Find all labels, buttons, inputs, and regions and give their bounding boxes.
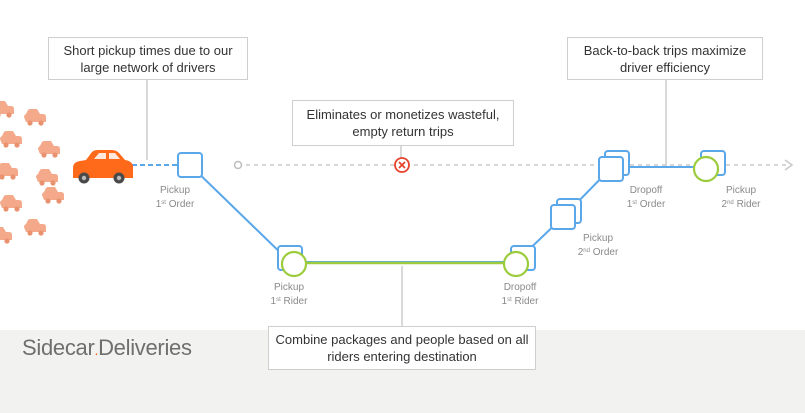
label-pickup-2nd-order: Pickup 2nd Order <box>558 233 638 259</box>
label-dropoff-1st-rider: Dropoff 1st Rider <box>480 282 560 308</box>
callout-combine-text: Combine packages and people based on all… <box>275 332 529 364</box>
pickup-1st-rider-node <box>277 245 308 278</box>
brand-name: Sidecar <box>22 335 95 360</box>
label-line1: Dropoff <box>503 282 537 293</box>
path-start-dot <box>233 160 243 170</box>
pickup-2nd-order-node <box>550 198 582 230</box>
label-word: Order <box>592 247 619 258</box>
label-word: Order <box>168 199 195 210</box>
label-word: Order <box>639 199 666 210</box>
pickup-1st-order-node <box>177 152 203 178</box>
callout-return-trips: Eliminates or monetizes wasteful, empty … <box>292 100 514 146</box>
label-dropoff-1st-order: Dropoff 1st Order <box>606 185 686 211</box>
label-line1: Pickup <box>273 282 304 293</box>
callout-return-trips-text: Eliminates or monetizes wasteful, empty … <box>306 107 500 139</box>
driver-car-icon <box>73 150 133 184</box>
callout-back-to-back: Back-to-back trips maximize driver effic… <box>567 37 763 80</box>
label-ordinal-suffix: st <box>632 200 637 206</box>
callout-pickup-times-text: Short pickup times due to our large netw… <box>63 42 233 75</box>
dropoff-1st-rider-node <box>502 245 536 278</box>
label-ordinal-suffix: st <box>161 200 166 206</box>
label-line1: Pickup <box>159 185 190 196</box>
fleet-car-icon <box>0 163 18 180</box>
label-ordinal-suffix: nd <box>583 248 590 254</box>
fleet-car-icon <box>0 131 22 148</box>
fleet-car-icon <box>42 187 64 204</box>
label-ordinal: 2 <box>721 199 728 210</box>
driver-fleet <box>0 101 64 244</box>
fleet-car-icon <box>0 101 14 118</box>
label-word: Rider <box>283 296 308 307</box>
label-word: Rider <box>736 199 761 210</box>
label-ordinal: 1 <box>626 199 633 210</box>
callout-combine: Combine packages and people based on all… <box>268 326 536 370</box>
label-word: Rider <box>514 296 539 307</box>
brand-product: Deliveries <box>98 335 192 360</box>
fleet-car-icon <box>36 169 58 186</box>
label-ordinal: 2 <box>577 247 584 258</box>
fleet-car-icon <box>38 141 60 158</box>
label-ordinal: 1 <box>155 199 162 210</box>
dropoff-1st-order-node <box>598 150 630 182</box>
label-ordinal: 1 <box>501 296 508 307</box>
label-ordinal-suffix: st <box>276 297 281 303</box>
fleet-car-icon <box>24 109 46 126</box>
label-line1: Pickup <box>582 233 613 244</box>
label-ordinal: 1 <box>270 296 277 307</box>
label-pickup-1st-order: Pickup 1st Order <box>135 185 215 211</box>
fleet-car-icon <box>24 219 46 236</box>
cancel-icon <box>394 157 410 173</box>
label-line1: Pickup <box>725 185 756 196</box>
label-ordinal-suffix: nd <box>727 200 734 206</box>
callout-back-to-back-text: Back-to-back trips maximize driver effic… <box>583 42 747 75</box>
label-pickup-1st-rider: Pickup 1st Rider <box>249 282 329 308</box>
path-arrow-icon <box>784 159 794 171</box>
pickup-2nd-rider-node <box>692 150 726 183</box>
label-line1: Dropoff <box>629 185 663 196</box>
fleet-car-icon <box>0 227 12 244</box>
brand-dot-icon: . <box>94 342 99 358</box>
label-ordinal-suffix: st <box>507 297 512 303</box>
brand-logo: Sidecar.Deliveries <box>22 335 192 361</box>
callout-pickup-times: Short pickup times due to our large netw… <box>48 37 248 80</box>
label-pickup-2nd-rider: Pickup 2nd Rider <box>701 185 781 211</box>
fleet-car-icon <box>0 195 22 212</box>
